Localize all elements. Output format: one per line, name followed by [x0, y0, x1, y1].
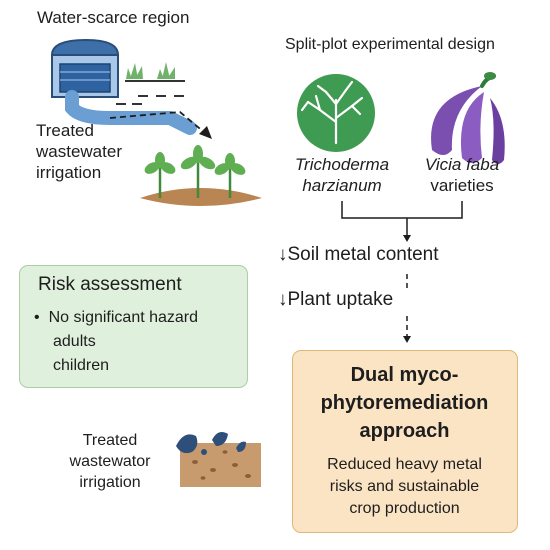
- approach-summary-line-3: crop production: [349, 500, 460, 517]
- risk-title: Risk assessment: [38, 274, 182, 295]
- risk-group-adults: adults: [53, 333, 96, 350]
- irrigation-line-3: irrigation: [36, 163, 102, 182]
- risk-group-children: children: [53, 357, 110, 374]
- approach-title: Dual myco- phytoremediation approach: [293, 361, 516, 445]
- grass-icon: [126, 62, 175, 79]
- factor-2-line-2: varieties: [430, 176, 494, 195]
- irrigation-line-2: wastewater: [36, 142, 122, 161]
- bullet-dot: •: [34, 309, 40, 326]
- irrigation-label-top: Treated wastewater irrigation: [36, 120, 122, 183]
- factor-1-line-1: Trichoderma: [294, 155, 390, 174]
- effect-plant-uptake: ↓Plant uptake: [278, 289, 394, 310]
- approach-summary: Reduced heavy metal risks and sustainabl…: [293, 454, 516, 520]
- factor-trichoderma: Trichoderma harzianum: [282, 154, 402, 196]
- risk-assessment-box: Risk assessment • No significant hazard a…: [19, 265, 248, 388]
- approach-summary-line-1: Reduced heavy metal: [327, 456, 482, 473]
- region-label: Water-scarce region: [37, 8, 190, 27]
- seedlings-icon: [140, 145, 262, 206]
- irrigation-bottom-line-1: Treated: [82, 432, 138, 449]
- design-title: Split-plot experimental design: [285, 36, 495, 53]
- irrigation-bottom-line-2: wastewator: [69, 453, 151, 470]
- soil-sample-icon: [176, 432, 261, 487]
- approach-title-line-2: phytoremediation: [320, 392, 489, 414]
- approach-box: Dual myco- phytoremediation approach Red…: [292, 350, 518, 533]
- irrigation-label-bottom: Treated wastewator irrigation: [52, 430, 168, 493]
- factor-2-species: Vicia faba: [424, 155, 500, 174]
- reservoir-icon: [50, 38, 120, 98]
- approach-title-line-3: approach: [359, 420, 450, 442]
- factor-1-line-2: harzianum: [302, 176, 382, 195]
- risk-bullet-text: No significant hazard: [48, 309, 199, 326]
- arrowhead-1: [403, 235, 411, 242]
- approach-title-line-1: Dual myco-: [350, 364, 459, 386]
- irrigation-furrows: [116, 95, 184, 105]
- factor-vicia-faba: Vicia faba varieties: [412, 154, 512, 196]
- irrigation-line-1: Treated: [36, 121, 94, 140]
- arrowhead-2: [403, 336, 411, 343]
- effect-soil-metal: ↓Soil metal content: [278, 244, 439, 265]
- risk-bullet: • No significant hazard: [34, 309, 198, 327]
- bean-pods-icon: [431, 72, 505, 164]
- irrigation-bottom-line-3: irrigation: [79, 474, 141, 491]
- fungus-icon: [297, 74, 375, 152]
- merge-connector: [341, 201, 463, 237]
- water-flow-arrow: [65, 90, 212, 139]
- approach-summary-line-2: risks and sustainable: [329, 478, 480, 495]
